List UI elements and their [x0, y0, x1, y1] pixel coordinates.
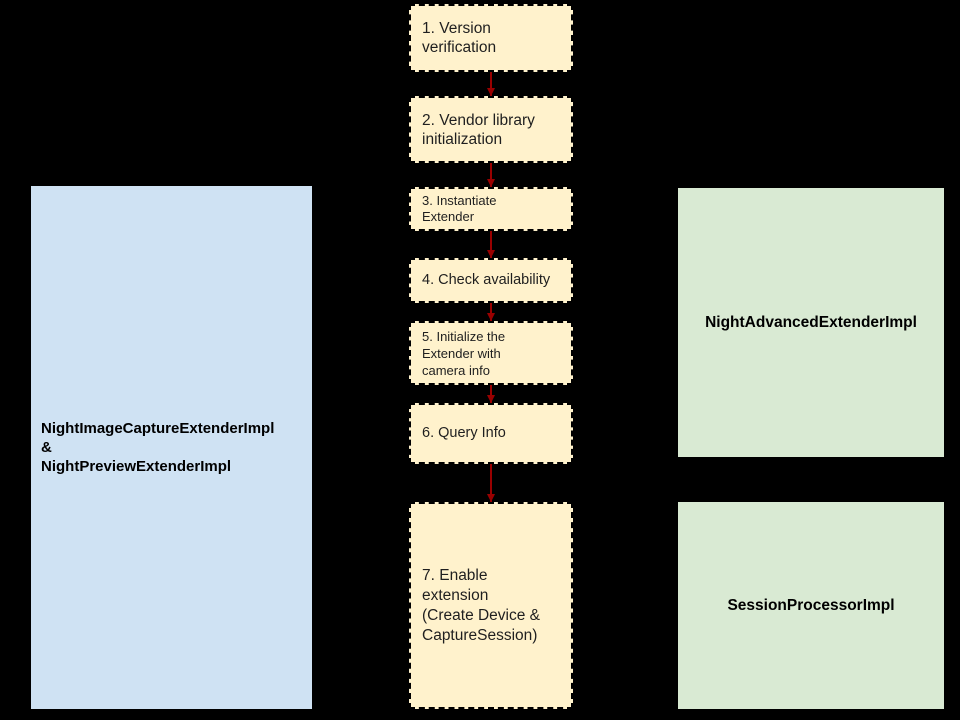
step-label: 3. Instantiate Extender [422, 193, 497, 224]
flow-step-3-instantiate-extender: 3. Instantiate Extender [409, 187, 573, 231]
component-label: SessionProcessorImpl [727, 596, 895, 614]
component-label: NightAdvancedExtenderImpl [705, 313, 917, 331]
component-box-night-advanced-extender: NightAdvancedExtenderImpl [678, 188, 944, 457]
step-label: 1. Version verification [422, 20, 497, 56]
flow-step-7-enable-extension: 7. Enable extension (Create Device & Cap… [409, 502, 573, 709]
step-label: 4. Check availability [422, 272, 551, 288]
step-label: 2. Vendor library initialization [422, 111, 535, 148]
flow-step-2-vendor-library-init: 2. Vendor library initialization [409, 96, 573, 163]
flow-step-1-version-verification: 1. Version verification [409, 4, 573, 72]
step-label: 7. Enable extension (Create Device & Cap… [422, 566, 541, 644]
component-box-session-processor: SessionProcessorImpl [678, 502, 944, 709]
step-label: 6. Query Info [422, 425, 506, 441]
component-label: NightImageCaptureExtenderImpl & NightPre… [41, 420, 275, 475]
down-arrow-connector-2 [486, 163, 495, 187]
down-arrow-connector-4 [486, 303, 495, 321]
step-label: 5. Initialize the Extender with camera i… [422, 328, 506, 378]
down-arrow-connector-5 [486, 385, 495, 403]
flow-step-4-check-availability: 4. Check availability [409, 258, 573, 303]
down-arrow-connector-3 [486, 231, 495, 258]
down-arrow-connector-1 [486, 72, 495, 96]
down-arrow-connector-6 [486, 464, 495, 502]
flow-step-6-query-info: 6. Query Info [409, 403, 573, 464]
flow-step-5-initialize-extender: 5. Initialize the Extender with camera i… [409, 321, 573, 385]
component-box-night-capture-preview: NightImageCaptureExtenderImpl & NightPre… [31, 186, 312, 709]
